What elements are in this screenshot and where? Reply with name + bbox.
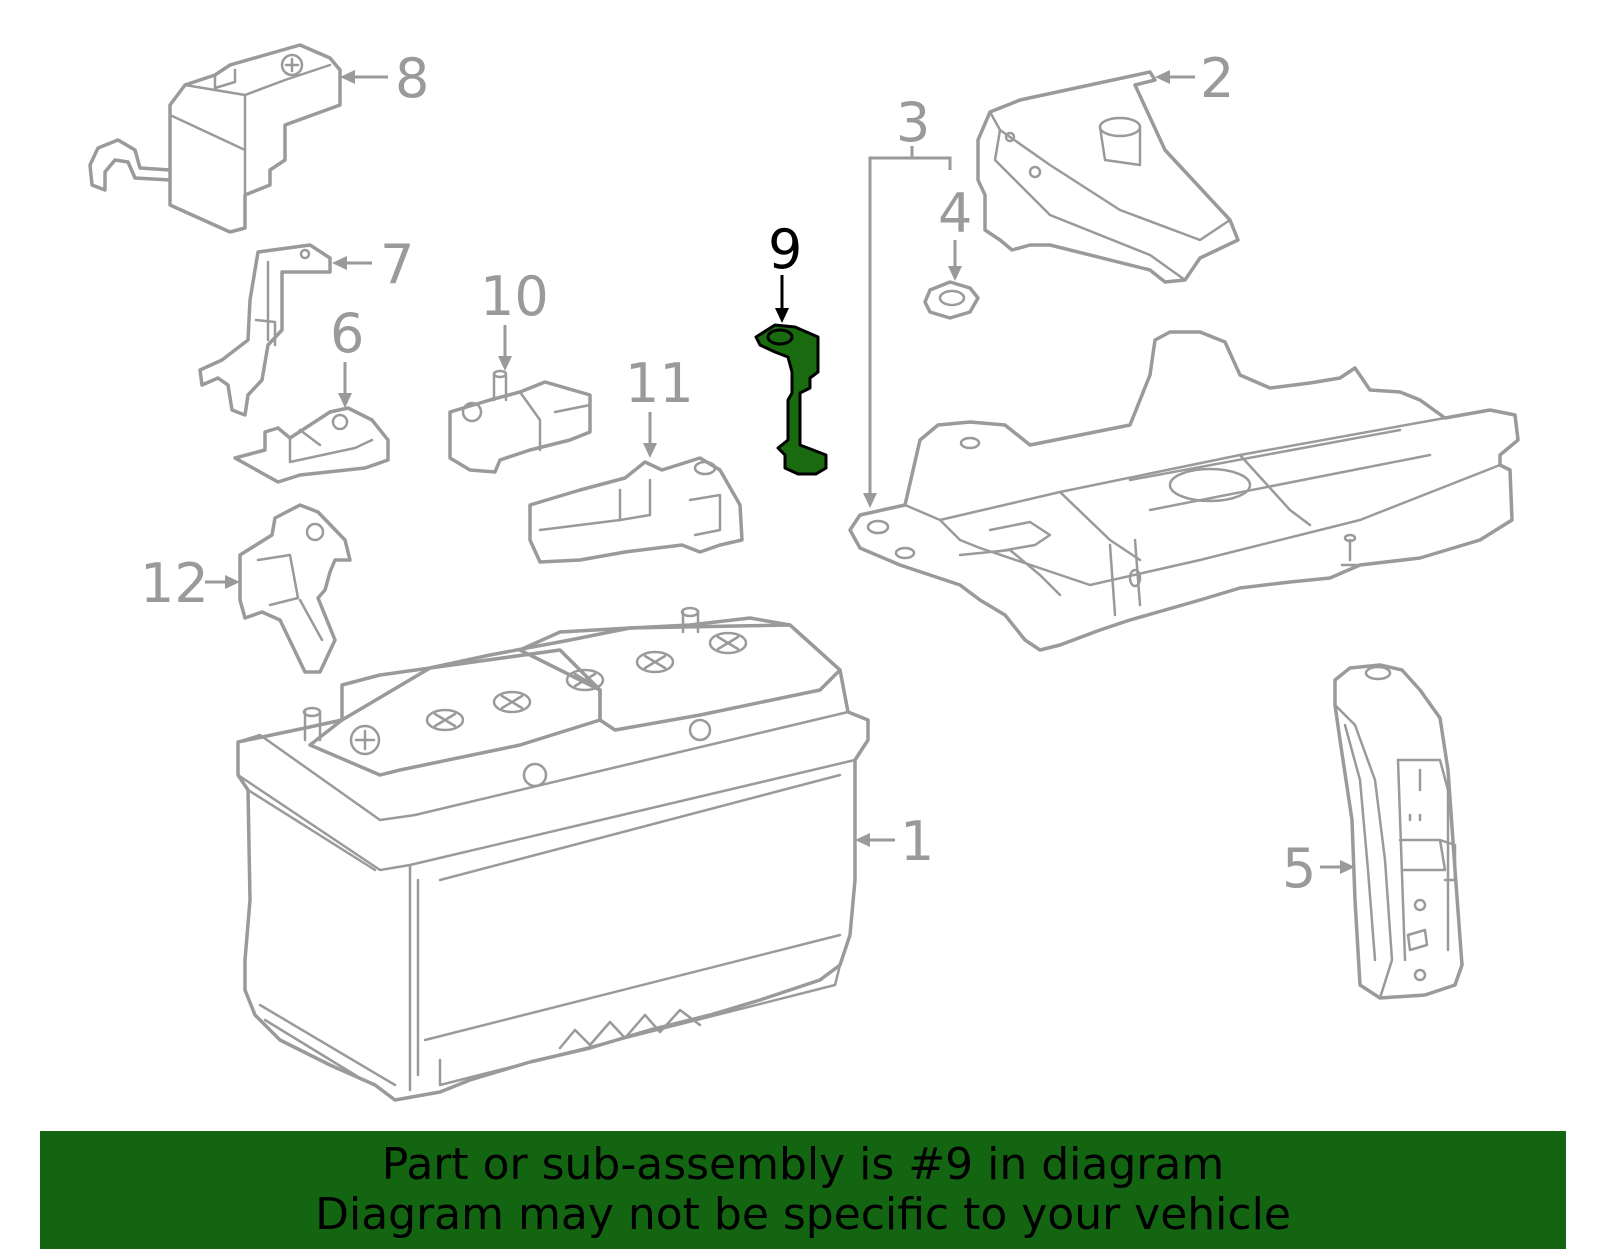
part-4-grommet: [923, 280, 980, 320]
callout-4-arrow: [948, 240, 962, 281]
part-2-cover: [976, 70, 1240, 284]
callout-11-arrow: [643, 412, 657, 458]
callout-5-arrow: [1320, 860, 1355, 874]
banner-line-1: Part or sub-assembly is #9 in diagram: [381, 1139, 1225, 1190]
part-9-highlighted-bracket: [754, 323, 828, 476]
part-11-holder: [528, 456, 744, 564]
part-3-battery-tray: [848, 330, 1520, 652]
callout-6: 6: [330, 302, 364, 365]
callout-8: 8: [395, 47, 429, 110]
part-8-fuse-cover: [88, 43, 342, 234]
callout-10: 10: [480, 265, 549, 328]
callout-5: 5: [1282, 837, 1316, 900]
callout-1-arrow: [855, 833, 895, 847]
callout-12: 12: [140, 552, 209, 615]
part-6-terminal: [233, 406, 390, 484]
callout-12-arrow: [205, 575, 240, 589]
callout-6-arrow: [338, 362, 352, 408]
callout-2-arrow: [1155, 70, 1195, 84]
part-5-side-bracket: [1333, 663, 1464, 1000]
callout-4: 4: [938, 182, 972, 245]
callout-10-arrow: [498, 325, 512, 371]
banner-line-2: Diagram may not be specific to your vehi…: [315, 1189, 1291, 1240]
callout-9-arrow: [775, 275, 789, 323]
part-12-bracket: [238, 503, 352, 674]
callout-3-bracket: [863, 146, 952, 508]
callout-1: 1: [900, 810, 934, 873]
part-7-bracket: [198, 243, 332, 417]
callout-3: 3: [896, 91, 930, 154]
callout-2: 2: [1200, 47, 1234, 110]
callout-7: 7: [380, 233, 414, 296]
info-banner: Part or sub-assembly is #9 in diagram Di…: [40, 1131, 1566, 1249]
callout-11: 11: [625, 352, 694, 415]
callout-9: 9: [768, 218, 802, 281]
part-10-sensor: [448, 369, 592, 474]
callout-8-arrow: [340, 70, 388, 84]
part-1-battery: [236, 606, 870, 1102]
callout-7-arrow: [332, 256, 372, 270]
